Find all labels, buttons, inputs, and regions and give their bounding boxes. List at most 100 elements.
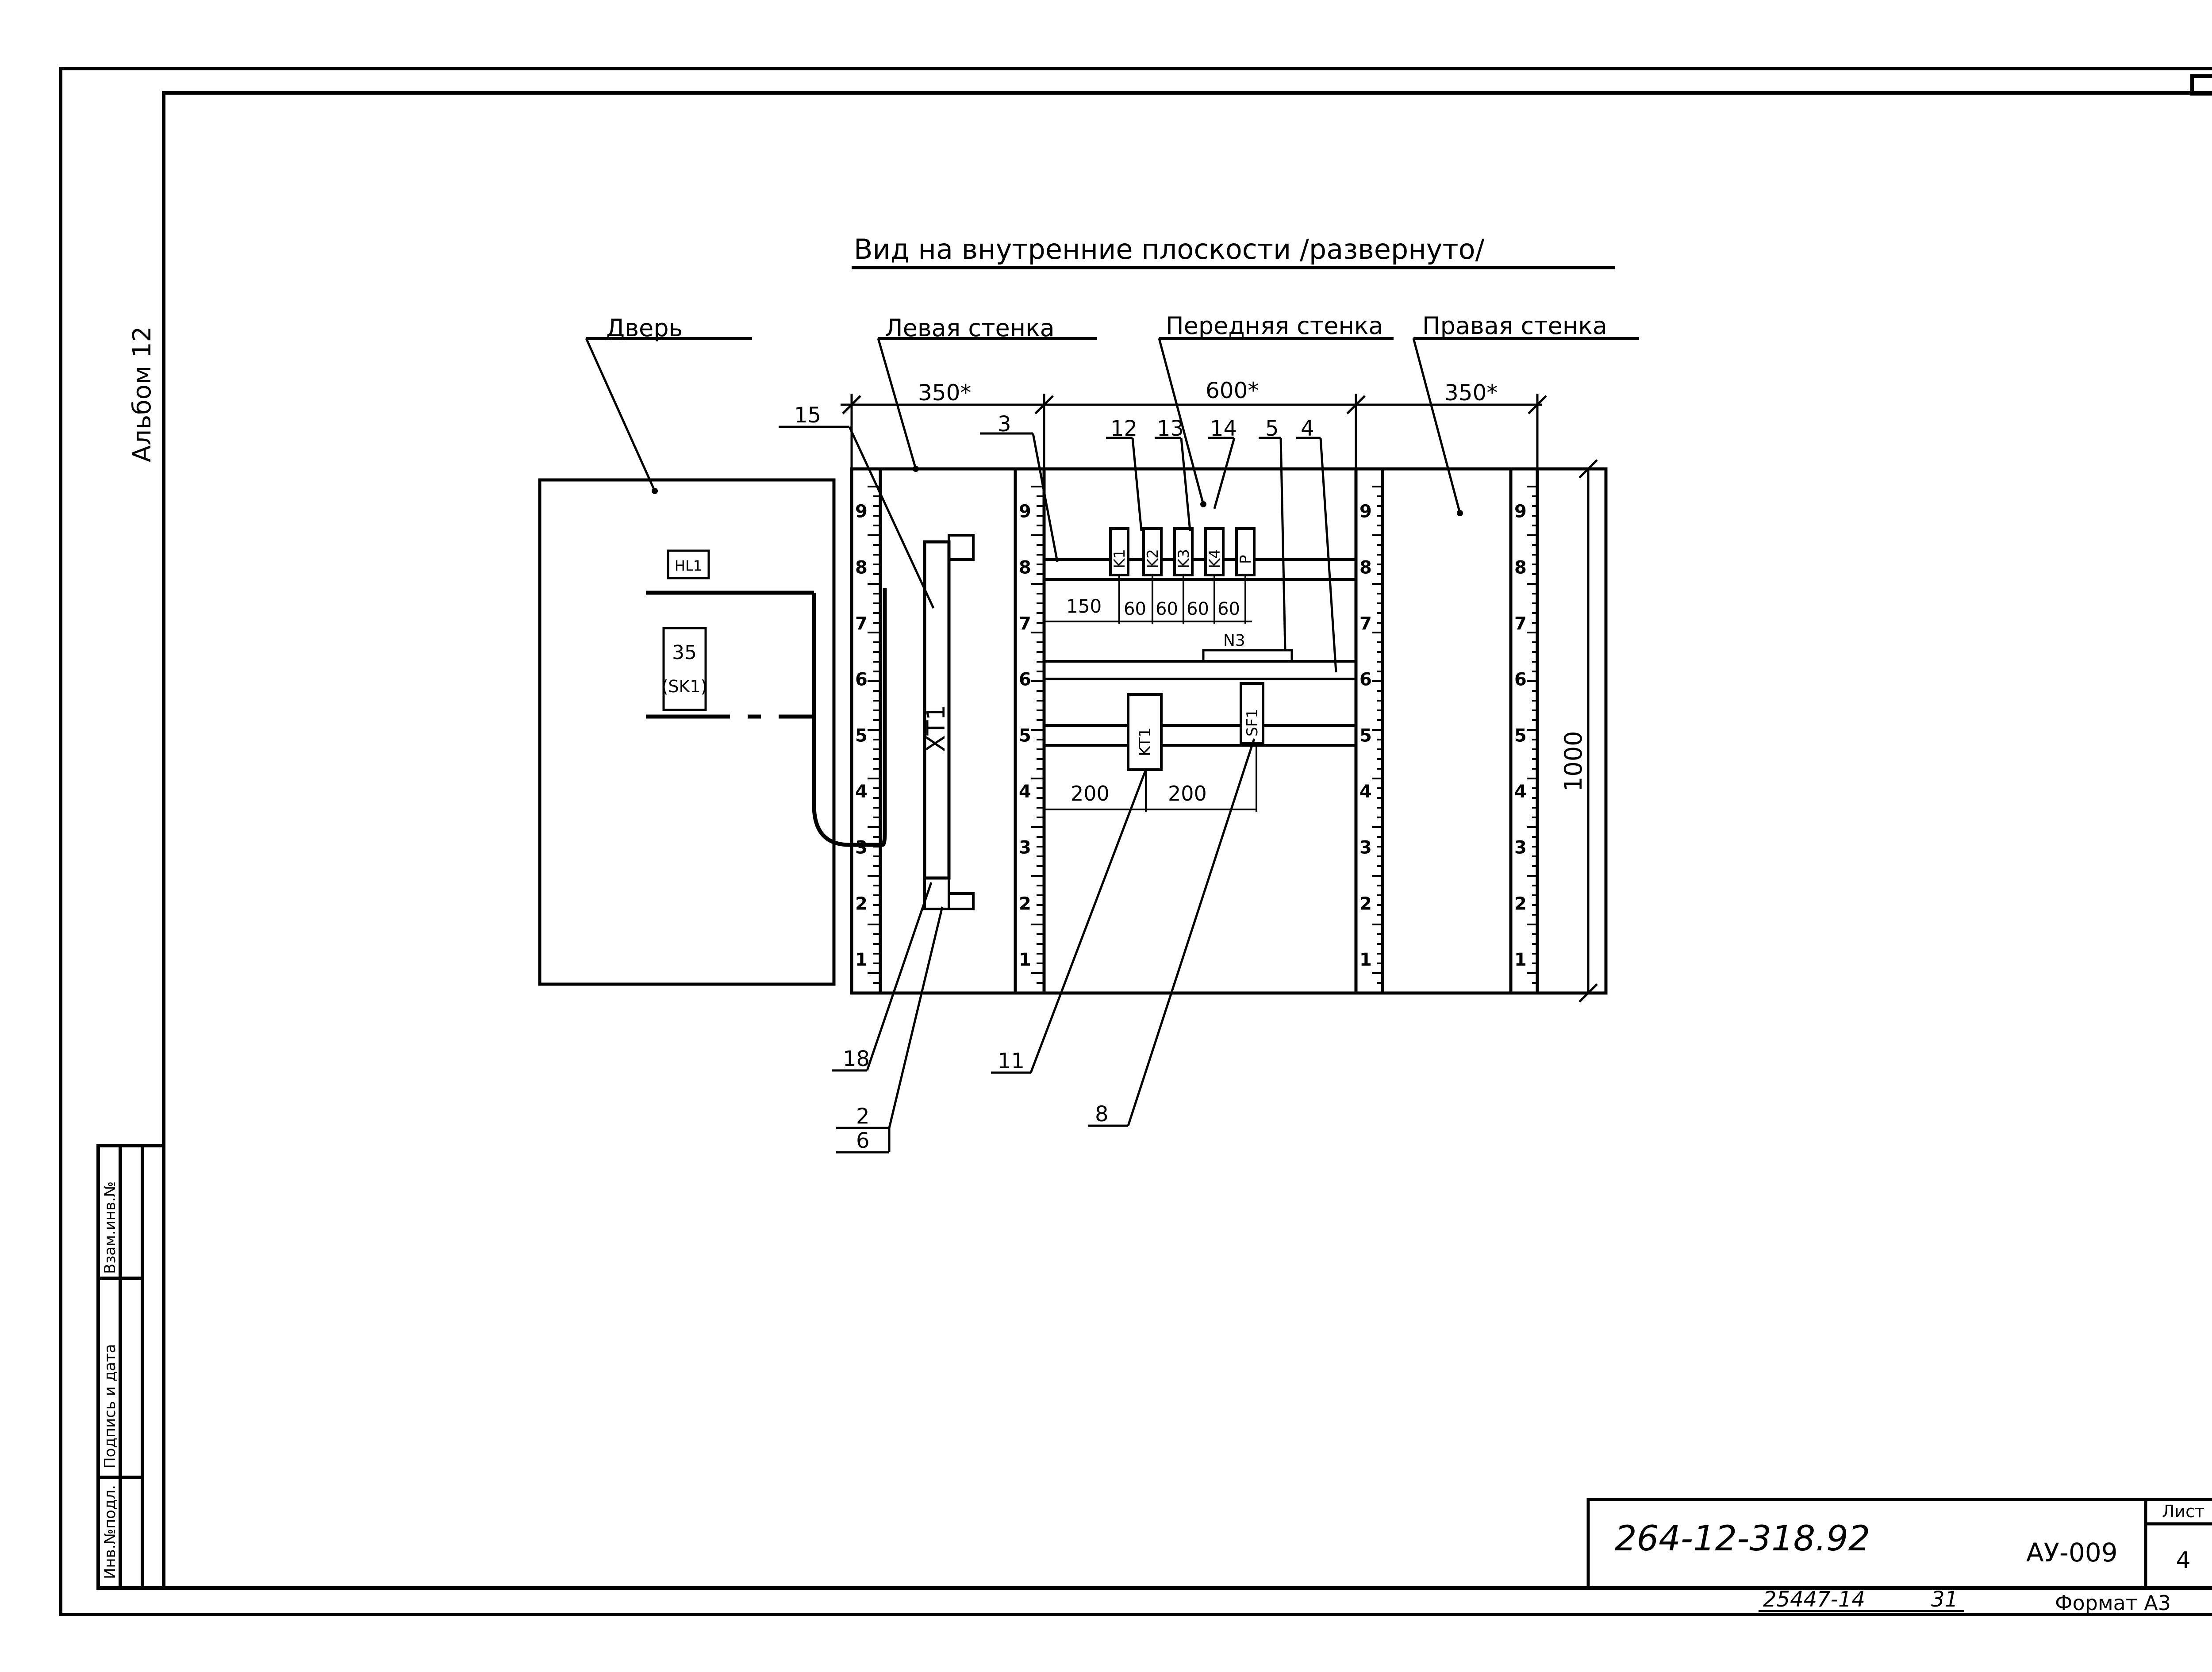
title-block bbox=[1586, 1498, 2212, 1590]
rail-number: 8 bbox=[855, 557, 868, 578]
rail-number: 7 bbox=[855, 614, 868, 634]
k3-label: K3 bbox=[1175, 549, 1193, 568]
hl1-label: HL1 bbox=[675, 557, 702, 574]
sheet-label: Лист bbox=[2162, 1502, 2204, 1521]
xt1-label: XT1 bbox=[922, 705, 951, 752]
rail-number: 3 bbox=[855, 838, 868, 858]
side-stamp bbox=[96, 1144, 165, 1590]
rail-number: 4 bbox=[1514, 782, 1527, 802]
callout-11: 11 bbox=[998, 1049, 1025, 1074]
rail-number: 1 bbox=[1019, 950, 1031, 970]
dim-60-2: 60 bbox=[1156, 599, 1178, 619]
hl1-lamp bbox=[667, 549, 710, 579]
bottom-number-2: 31 bbox=[1931, 1587, 1958, 1612]
relay-k2 bbox=[1142, 527, 1163, 576]
rail-number: 2 bbox=[1019, 894, 1031, 914]
corner-number-box bbox=[2190, 74, 2212, 96]
rail-number: 9 bbox=[1019, 502, 1031, 522]
callout-18: 18 bbox=[843, 1047, 870, 1071]
p-label: P bbox=[1237, 555, 1255, 564]
callout-3: 3 bbox=[998, 412, 1011, 437]
rail-number: 5 bbox=[1514, 725, 1527, 746]
rail-number: 4 bbox=[1019, 782, 1031, 802]
sk1-switch bbox=[662, 627, 707, 711]
dim-60-4: 60 bbox=[1217, 599, 1240, 619]
corner-number: 30 bbox=[2211, 77, 2212, 95]
cabinet-outline bbox=[850, 467, 1608, 995]
relay-p bbox=[1235, 527, 1256, 576]
rail-number: 1 bbox=[1514, 950, 1527, 970]
dim-right-wall: 350* bbox=[1444, 380, 1498, 406]
rail-number: 2 bbox=[855, 894, 868, 914]
rail-number: 7 bbox=[1359, 614, 1372, 634]
dim-height: 1000 bbox=[1559, 731, 1587, 792]
rail-number: 7 bbox=[1514, 614, 1527, 634]
rail-number: 6 bbox=[1514, 670, 1527, 690]
rail-number: 8 bbox=[1514, 557, 1527, 578]
callout-14: 14 bbox=[1210, 416, 1237, 441]
stamp-signature-date: Подпись и дата bbox=[101, 1344, 119, 1469]
kt1-label: KT1 bbox=[1136, 727, 1154, 756]
rail-number: 3 bbox=[1359, 838, 1372, 858]
right-wall-heading: Правая стенка bbox=[1422, 312, 1607, 340]
rail-number: 6 bbox=[1359, 670, 1372, 690]
rail-number: 9 bbox=[1359, 502, 1372, 522]
rail-number: 4 bbox=[1359, 782, 1372, 802]
dim-left-wall: 350* bbox=[918, 380, 971, 406]
rail-number: 1 bbox=[1359, 950, 1372, 970]
rail-number: 5 bbox=[1359, 725, 1372, 746]
rail-number: 4 bbox=[855, 782, 868, 802]
rail-number: 3 bbox=[1019, 838, 1031, 858]
callout-6: 6 bbox=[856, 1128, 870, 1153]
rail-number: 7 bbox=[1019, 614, 1031, 634]
dim-60-3: 60 bbox=[1187, 599, 1209, 619]
dim-150: 150 bbox=[1066, 595, 1102, 617]
rail-number: 1 bbox=[855, 950, 868, 970]
dim-200-2: 200 bbox=[1168, 782, 1207, 805]
k1-label: K1 bbox=[1111, 549, 1129, 568]
drawing-title: Вид на внутренние плоскости /развернуто/ bbox=[854, 233, 1485, 265]
sheet-number: 4 bbox=[2176, 1547, 2190, 1574]
sk1-number: 35 bbox=[672, 641, 697, 664]
callout-5: 5 bbox=[1265, 416, 1279, 441]
rail-number: 2 bbox=[1514, 894, 1527, 914]
inner-frame bbox=[162, 91, 2212, 1590]
rail-number: 8 bbox=[1359, 557, 1372, 578]
album-label: Альбом 12 bbox=[128, 326, 157, 462]
document-code: АУ-009 bbox=[2026, 1538, 2118, 1568]
front-wall-heading: Передняя стенка bbox=[1166, 312, 1383, 340]
dim-60-1: 60 bbox=[1124, 599, 1146, 619]
callout-12: 12 bbox=[1110, 416, 1137, 441]
sk1-label: (SK1) bbox=[662, 677, 707, 696]
callout-8: 8 bbox=[1095, 1102, 1109, 1127]
rail-number: 6 bbox=[1019, 670, 1031, 690]
dim-200-1: 200 bbox=[1071, 782, 1110, 805]
stamp-inv-podl: Инв.№подл. bbox=[101, 1485, 119, 1579]
k4-label: K4 bbox=[1206, 549, 1224, 568]
sf1-label: SF1 bbox=[1244, 709, 1261, 736]
callout-4: 4 bbox=[1301, 416, 1314, 441]
rail-number: 9 bbox=[855, 502, 868, 522]
rail-number: 9 bbox=[1514, 502, 1527, 522]
n3-label: N3 bbox=[1223, 632, 1245, 650]
rail-number: 6 bbox=[855, 670, 868, 690]
bottom-number: 25447-14 bbox=[1763, 1587, 1865, 1612]
callout-2: 2 bbox=[856, 1104, 870, 1129]
callout-15: 15 bbox=[794, 403, 821, 428]
xt1-terminal-block bbox=[923, 540, 951, 880]
rail-number: 3 bbox=[1514, 838, 1527, 858]
stamp-vzam-inv: Взам.инв.№ bbox=[101, 1181, 119, 1274]
format-label: Формат А3 bbox=[2055, 1591, 2171, 1615]
rail-number: 8 bbox=[1019, 557, 1031, 578]
n3-busbar bbox=[1202, 649, 1293, 661]
rail-number: 2 bbox=[1359, 894, 1372, 914]
callout-13: 13 bbox=[1157, 416, 1184, 441]
rail-number: 5 bbox=[1019, 725, 1031, 746]
breaker-sf1 bbox=[1240, 682, 1264, 744]
relay-k3 bbox=[1173, 527, 1194, 576]
dim-front-wall: 600* bbox=[1206, 378, 1259, 403]
rail-number: 5 bbox=[855, 725, 868, 746]
designation: 264-12-318.92 bbox=[1615, 1519, 1870, 1559]
outer-border bbox=[59, 67, 2212, 1616]
